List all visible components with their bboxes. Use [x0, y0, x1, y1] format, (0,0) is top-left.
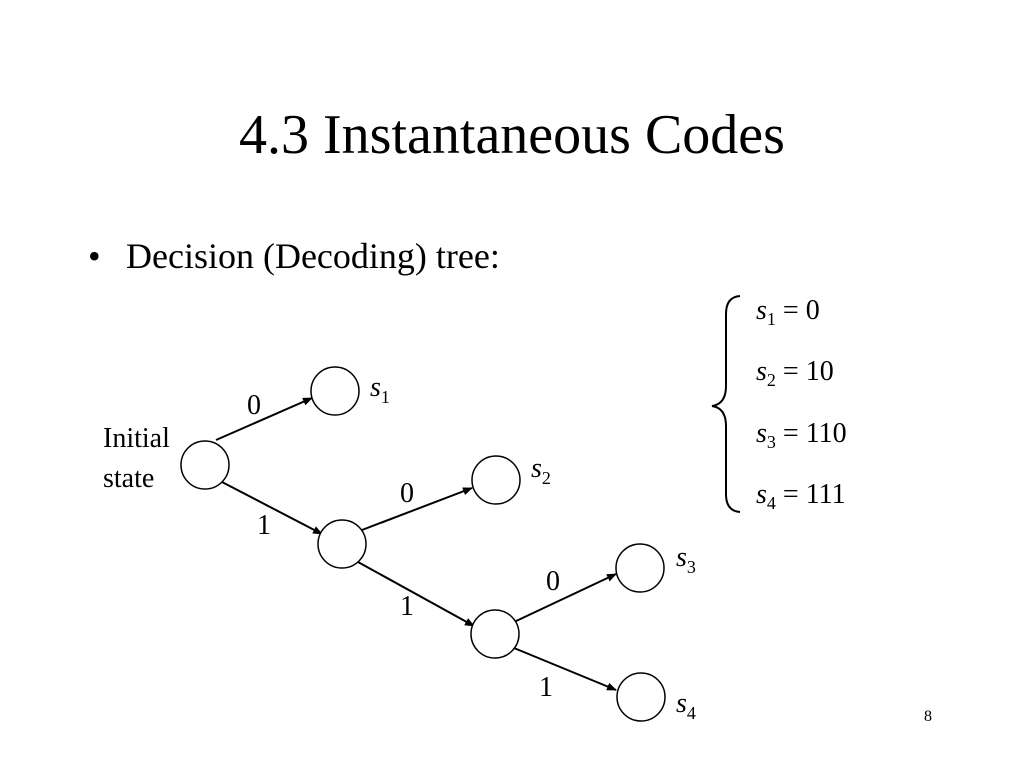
code-value: = 10	[776, 356, 834, 387]
edge-node2-to-node3	[357, 561, 475, 627]
leaf-subscript: 3	[687, 557, 696, 577]
root-label-line2: state	[103, 463, 154, 494]
edge-label: 1	[400, 591, 414, 622]
edge-label: 1	[257, 510, 271, 541]
leaf-node-s4	[616, 672, 666, 722]
edge-node2-to-s2	[361, 487, 473, 531]
edge-label: 0	[400, 478, 414, 509]
leaf-label-s2: s2	[531, 453, 551, 488]
leaf-node-s3	[615, 543, 665, 593]
leaf-node-s1	[310, 366, 360, 416]
edge-node3-to-s3	[513, 573, 617, 623]
internal-node-2	[317, 519, 367, 569]
leaf-symbol: s	[676, 542, 687, 573]
code-entry-s4: s4 = 111	[756, 479, 846, 513]
code-symbol: s	[756, 479, 767, 510]
root-label-line1: Initial	[103, 423, 170, 454]
leaf-label-s4: s4	[676, 688, 696, 723]
page-number: 8	[924, 708, 932, 725]
leaf-symbol: s	[531, 453, 542, 484]
bullet-item: • Decision (Decoding) tree:	[88, 232, 500, 280]
curly-brace-icon	[711, 295, 741, 513]
leaf-node-s2	[471, 455, 521, 505]
code-value: = 0	[776, 295, 820, 326]
edge-label: 0	[546, 566, 560, 597]
leaf-symbol: s	[676, 688, 687, 719]
internal-node-3	[470, 609, 520, 659]
code-subscript: 2	[767, 370, 776, 390]
leaf-subscript: 1	[381, 387, 390, 407]
edge-label: 1	[539, 672, 553, 703]
edge-label: 0	[247, 390, 261, 421]
leaf-subscript: 2	[542, 468, 551, 488]
edge-root-to-s1	[215, 397, 313, 441]
bullet-dot-icon: •	[88, 236, 101, 276]
code-subscript: 3	[767, 432, 776, 452]
code-subscript: 4	[767, 493, 776, 513]
code-value: = 111	[776, 479, 846, 510]
code-entry-s2: s2 = 10	[756, 356, 834, 390]
code-entry-s3: s3 = 110	[756, 418, 847, 452]
slide-title: 4.3 Instantaneous Codes	[239, 104, 785, 166]
code-symbol: s	[756, 356, 767, 387]
code-subscript: 1	[767, 309, 776, 329]
leaf-label-s3: s3	[676, 542, 696, 577]
code-symbol: s	[756, 295, 767, 326]
code-value: = 110	[776, 418, 847, 449]
leaf-label-s1: s1	[370, 372, 390, 407]
root-node	[180, 440, 230, 490]
bullet-text: Decision (Decoding) tree:	[126, 236, 500, 276]
leaf-subscript: 4	[687, 703, 696, 723]
code-symbol: s	[756, 418, 767, 449]
code-entry-s1: s1 = 0	[756, 295, 820, 329]
edge-node3-to-s4	[513, 647, 617, 691]
edge-root-to-node2	[221, 481, 323, 535]
leaf-symbol: s	[370, 372, 381, 403]
